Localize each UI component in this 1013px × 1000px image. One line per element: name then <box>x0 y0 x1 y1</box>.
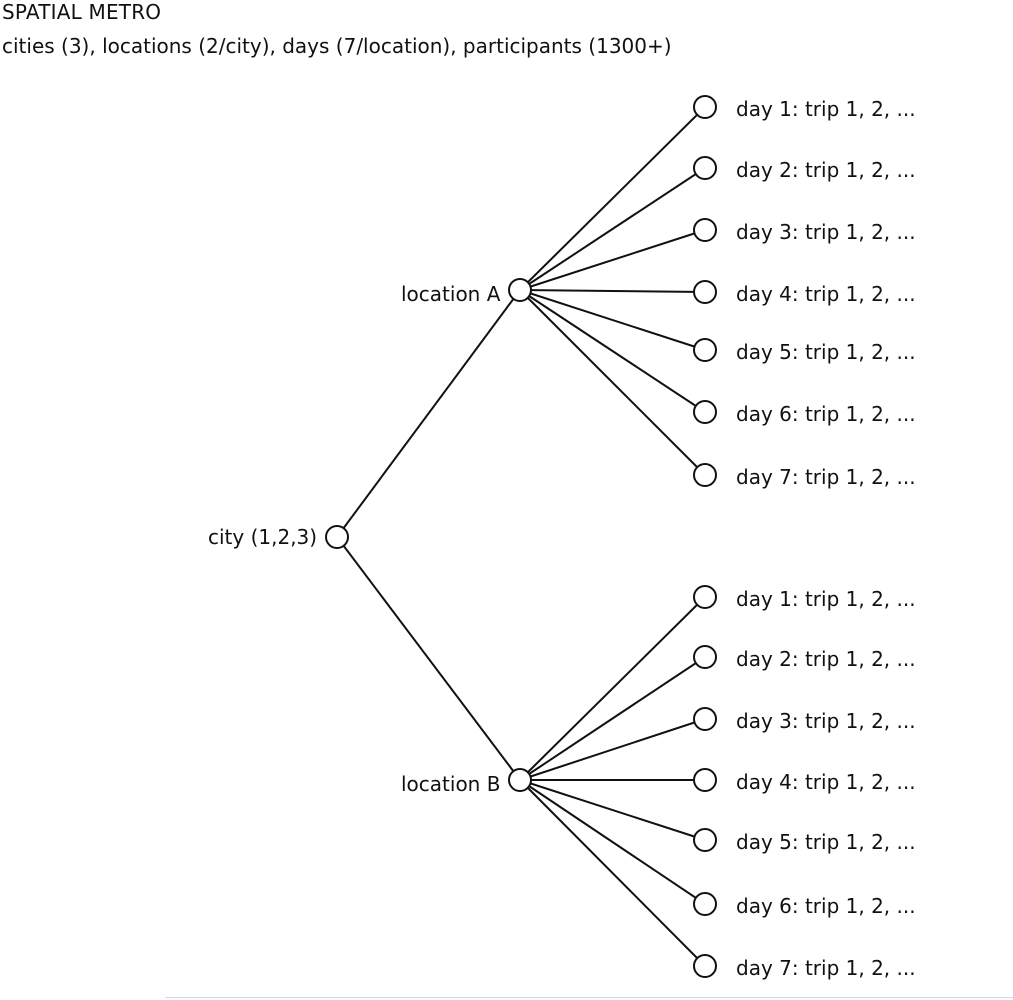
edge-location-b-to-day-6 <box>519 779 706 905</box>
location-b-node <box>508 768 532 792</box>
edge-location-a-to-day-7 <box>519 289 706 476</box>
location-b-day-6-label: day 6: trip 1, 2, ... <box>736 894 916 918</box>
edge-location-a-to-day-5 <box>519 289 706 351</box>
root-node-label: city (1,2,3) <box>208 525 318 549</box>
location-a-day-1-node <box>693 95 717 119</box>
location-b-day-5-label: day 5: trip 1, 2, ... <box>736 830 916 854</box>
edge-root-to-location-b <box>336 536 521 781</box>
location-a-label: location A <box>401 282 501 306</box>
location-a-day-7-label: day 7: trip 1, 2, ... <box>736 465 916 489</box>
location-a-day-3-node <box>693 218 717 242</box>
edge-location-a-to-day-1 <box>519 106 706 291</box>
edge-root-to-location-a <box>336 289 521 538</box>
edge-location-a-to-day-3 <box>519 229 706 291</box>
location-b-day-1-label: day 1: trip 1, 2, ... <box>736 587 916 611</box>
location-b-day-2-node <box>693 645 717 669</box>
location-b-day-7-label: day 7: trip 1, 2, ... <box>736 956 916 980</box>
location-a-day-2-label: day 2: trip 1, 2, ... <box>736 158 916 182</box>
location-a-day-6-label: day 6: trip 1, 2, ... <box>736 402 916 426</box>
edge-location-b-to-day-3 <box>519 718 706 781</box>
edge-location-a-to-day-2 <box>519 167 706 291</box>
location-b-day-6-node <box>693 892 717 916</box>
location-a-day-5-node <box>693 338 717 362</box>
edge-location-b-to-day-5 <box>519 779 706 841</box>
bottom-divider <box>165 997 1013 998</box>
location-a-day-4-node <box>693 280 717 304</box>
root-node <box>325 525 349 549</box>
edge-location-b-to-day-7 <box>519 779 706 967</box>
location-b-day-3-label: day 3: trip 1, 2, ... <box>736 709 916 733</box>
location-a-day-6-node <box>693 400 717 424</box>
diagram-header: SPATIAL METRO cities (3), locations (2/c… <box>2 0 672 58</box>
location-a-day-2-node <box>693 156 717 180</box>
location-a-day-1-label: day 1: trip 1, 2, ... <box>736 97 916 121</box>
diagram-title: SPATIAL METRO <box>2 0 162 24</box>
location-a-day-7-node <box>693 463 717 487</box>
location-b-day-7-node <box>693 954 717 978</box>
edge-location-a-to-day-4 <box>519 289 706 293</box>
location-b-label: location B <box>401 772 501 796</box>
location-b-day-1-node <box>693 585 717 609</box>
location-a-node <box>508 278 532 302</box>
location-b-day-3-node <box>693 707 717 731</box>
location-a-day-5-label: day 5: trip 1, 2, ... <box>736 340 916 364</box>
location-b-day-5-node <box>693 828 717 852</box>
edge-location-a-to-day-6 <box>519 289 706 413</box>
location-b-day-4-node <box>693 768 717 792</box>
edge-location-b-to-day-1 <box>519 596 706 781</box>
location-b-day-2-label: day 2: trip 1, 2, ... <box>736 647 916 671</box>
location-b-day-4-label: day 4: trip 1, 2, ... <box>736 770 916 794</box>
diagram-subtitle: cities (3), locations (2/city), days (7/… <box>2 34 672 58</box>
location-a-day-4-label: day 4: trip 1, 2, ... <box>736 282 916 306</box>
edge-location-b-to-day-2 <box>519 656 706 781</box>
location-a-day-3-label: day 3: trip 1, 2, ... <box>736 220 916 244</box>
